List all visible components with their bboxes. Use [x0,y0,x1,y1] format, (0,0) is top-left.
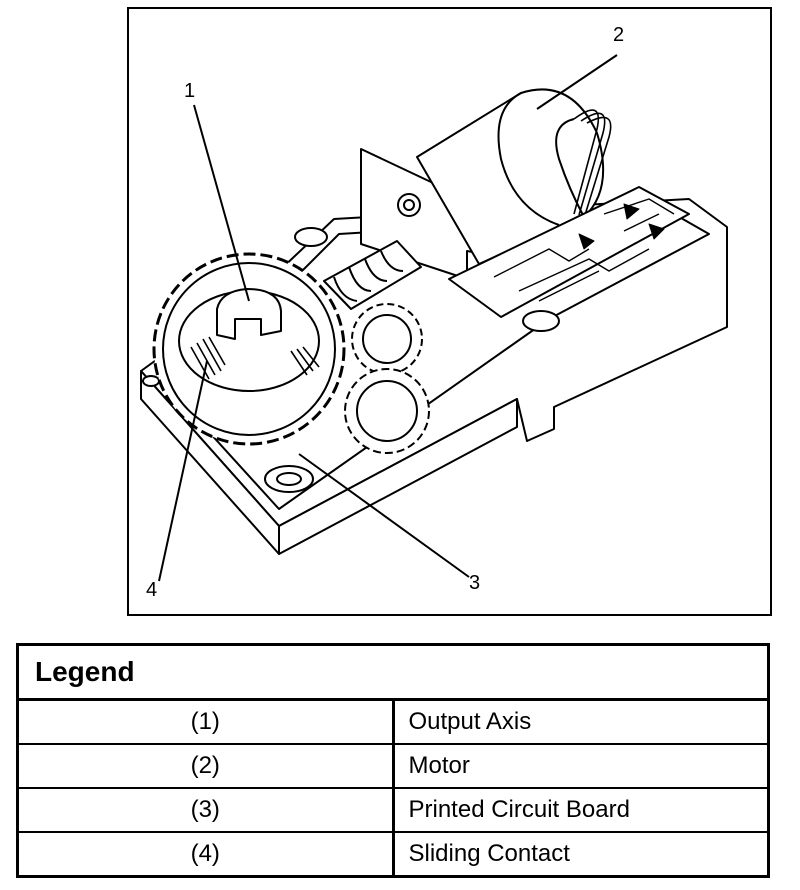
legend-label: Motor [393,743,769,788]
legend-row: (1) Output Axis [17,698,769,744]
output-axis [216,288,282,340]
legend-title: Legend [17,644,769,701]
legend-number: (4) [17,831,395,877]
housing-side-face [278,398,518,555]
leader-line-4 [158,360,208,582]
mounting-hole-right [522,310,560,332]
motor-wires [573,109,612,216]
legend-row: (4) Sliding Contact [17,831,769,877]
legend-label: Output Axis [393,698,769,744]
leader-line-2 [536,54,618,110]
mounting-hole-rear [294,227,328,247]
actuator-illustration: 1 2 3 4 [140,24,728,601]
callout-4: 4 [146,579,157,601]
legend-number: (2) [17,743,395,788]
legend-label: Printed Circuit Board [393,787,769,832]
sliding-contact [190,336,320,380]
callout-1: 1 [184,80,195,102]
figure-frame: 1 2 3 4 [127,7,772,616]
leader-line-1 [193,104,250,302]
callout-2: 2 [613,24,624,46]
legend-header-row: Legend [17,644,769,701]
legend-row: (2) Motor [17,743,769,788]
legend-number: (3) [17,787,395,832]
printed-circuit-board [448,186,690,318]
legend-table: Legend (1) Output Axis (2) Motor (3) Pri… [16,643,770,878]
mounting-hole-left [142,375,160,387]
worm-gear [323,240,422,310]
legend-row: (3) Printed Circuit Board [17,787,769,832]
legend-number: (1) [17,698,395,744]
leader-line-3 [298,453,470,578]
legend-label: Sliding Contact [393,831,769,877]
callout-3: 3 [469,572,480,594]
